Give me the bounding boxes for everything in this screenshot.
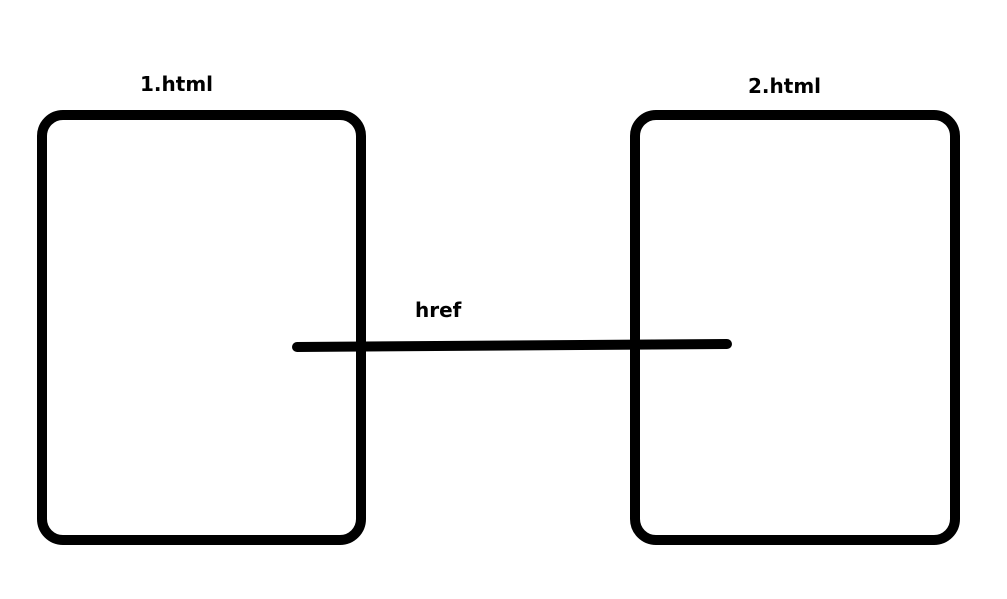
page-box-1: [37, 110, 366, 545]
page-label-1: 1.html: [140, 72, 214, 96]
link-label: href: [415, 298, 462, 322]
page-box-2: [630, 110, 960, 545]
page-label-2: 2.html: [748, 74, 822, 98]
